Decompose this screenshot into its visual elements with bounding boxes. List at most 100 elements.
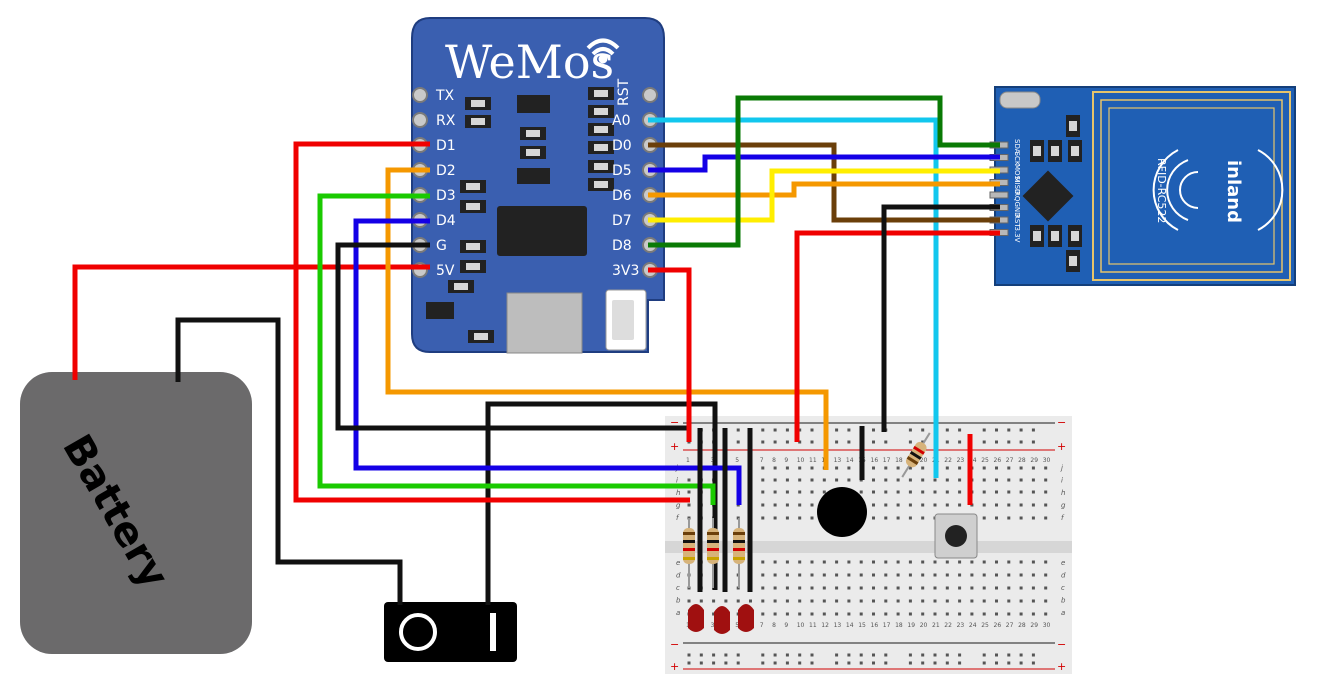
breadboard-hole: [958, 490, 962, 494]
breadboard-hole: [687, 503, 691, 507]
rail-minus-label-bottom-right: −: [1057, 638, 1066, 651]
breadboard-hole: [761, 573, 765, 577]
breadboard-hole: [761, 440, 765, 444]
wire-d6: [648, 181, 1000, 198]
breadboard-hole: [773, 661, 777, 665]
breadboard-hole: [810, 516, 814, 520]
breadboard-hole: [1031, 653, 1035, 657]
breadboard-row-letter: h: [1061, 489, 1065, 497]
breadboard-row-letter: b: [676, 597, 681, 605]
breadboard-hole: [945, 573, 949, 577]
breadboard-hole: [785, 573, 789, 577]
wemos-pin-label: TX: [435, 88, 455, 104]
breadboard-hole: [896, 560, 900, 564]
rfid-module: inland RFID-RC522 SDASCKMOSIMISOIRQGNDRS…: [989, 86, 1296, 286]
breadboard-hole: [872, 466, 875, 470]
push-button-cap: [945, 525, 967, 547]
breadboard-hole: [835, 653, 839, 657]
led-resistor-band: [733, 557, 745, 560]
wire-d4: [353, 218, 742, 505]
wire-d3: [317, 193, 716, 505]
breadboard-hole: [908, 599, 912, 603]
breadboard-hole: [1007, 478, 1011, 482]
breadboard-hole: [896, 466, 900, 470]
breadboard-hole: [995, 599, 998, 603]
power-switch[interactable]: [384, 602, 517, 662]
breadboard-hole: [835, 612, 839, 616]
antenna-chip: [426, 302, 454, 319]
rfid-model: RFID-RC522: [1155, 158, 1168, 223]
breadboard-hole: [884, 560, 888, 564]
breadboard-hole: [773, 560, 777, 564]
breadboard-hole: [884, 612, 888, 616]
breadboard-hole: [982, 478, 986, 482]
breadboard-hole: [847, 586, 851, 590]
led-resistor-band: [683, 548, 695, 551]
smd-part-pad: [454, 283, 468, 290]
breadboard-hole: [859, 612, 863, 616]
breadboard-hole: [958, 661, 962, 665]
breadboard-hole: [982, 503, 986, 507]
breadboard-hole: [945, 440, 949, 444]
breadboard-hole: [958, 612, 962, 616]
breadboard-hole: [798, 612, 802, 616]
breadboard-row-letter: e: [676, 559, 680, 567]
breadboard-hole: [822, 586, 826, 590]
breadboard-row-letter: c: [676, 584, 680, 592]
breadboard-hole: [785, 612, 789, 616]
breadboard-hole: [810, 490, 814, 494]
breadboard-hole: [995, 573, 998, 577]
rfid-pin-label: 3.3V: [1013, 227, 1021, 243]
breadboard-row-letter: f: [1061, 514, 1065, 522]
breadboard-row-letter: g: [1061, 502, 1066, 510]
rail-plus-label-bottom: +: [670, 660, 679, 673]
breadboard-hole: [773, 653, 777, 657]
wemos-pin-hole: [412, 112, 428, 128]
breadboard-column-number: 20: [920, 622, 928, 629]
breadboard-column-numbers: 1122334455667788991010111112121313141415…: [686, 457, 1051, 629]
breadboard-hole: [884, 478, 888, 482]
breadboard-hole: [736, 661, 740, 665]
breadboard-hole: [908, 466, 912, 470]
breadboard-hole: [933, 503, 937, 507]
breadboard-hole: [884, 466, 888, 470]
rfid-smd-part-pad: [1033, 231, 1041, 241]
breadboard-hole: [1044, 478, 1048, 482]
breadboard-hole: [995, 503, 998, 507]
wire-d2: [385, 167, 829, 470]
breadboard-hole: [736, 428, 740, 432]
breadboard-hole: [1019, 653, 1023, 657]
breadboard-hole: [810, 573, 814, 577]
breadboard-hole: [1007, 573, 1011, 577]
breadboard-hole: [872, 586, 875, 590]
breadboard-hole: [724, 653, 728, 657]
breadboard-hole: [1031, 573, 1035, 577]
push-button[interactable]: [934, 513, 978, 559]
breadboard-hole: [872, 612, 875, 616]
breadboard-hole: [1019, 466, 1023, 470]
breadboard-hole: [724, 661, 728, 665]
breadboard-column-number: 23: [957, 622, 965, 629]
breadboard-hole: [933, 586, 937, 590]
rfid-wave-icon: [1152, 149, 1284, 231]
led-resistor-band: [707, 532, 719, 535]
led-resistor: [707, 528, 719, 564]
breadboard-hole: [1007, 612, 1011, 616]
reset-button[interactable]: [506, 292, 583, 354]
breadboard-hole: [921, 428, 925, 432]
rfid-crystal: [999, 91, 1041, 109]
breadboard-hole: [1031, 440, 1035, 444]
breadboard-hole: [761, 466, 765, 470]
breadboard-column-number: 28: [1018, 457, 1026, 464]
breadboard-hole: [1019, 490, 1023, 494]
breadboard-hole: [982, 653, 986, 657]
breadboard-hole: [712, 599, 716, 603]
breadboard-hole: [970, 612, 974, 616]
breadboard-hole: [982, 466, 986, 470]
breadboard-hole: [872, 599, 875, 603]
breadboard-hole: [761, 560, 765, 564]
breadboard-hole: [847, 599, 851, 603]
breadboard-hole: [1019, 661, 1023, 665]
breadboard-hole: [1019, 428, 1023, 432]
wemos-pin-label: 3V3: [612, 263, 639, 279]
